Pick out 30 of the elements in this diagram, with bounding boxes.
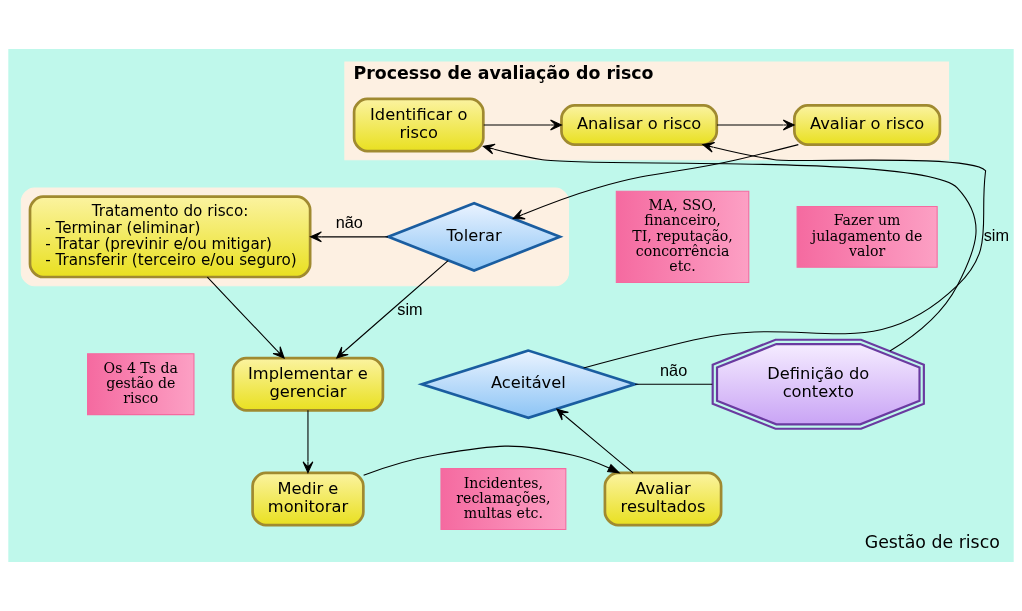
edge-label: sim	[397, 300, 423, 319]
node-box: Fazer um julagamento de valor	[796, 205, 938, 268]
node-box: Os 4 Ts da gestão de risco	[87, 353, 195, 416]
edge-label: não	[660, 360, 688, 379]
arrow	[336, 260, 449, 359]
node-diamond: Tolerar	[384, 201, 564, 272]
connector	[634, 383, 713, 385]
caption: Gestão de risco	[864, 531, 1000, 552]
node-box: Identificar o risco	[352, 97, 485, 153]
node-box: Analisar o risco	[560, 104, 719, 146]
node-box: Tratamento do risco: - Terminar (eliminar) - Tratar (previnir e/ou mitigar) - Transferir (terceiro e/ou seguro)	[28, 195, 312, 279]
arrow	[302, 409, 314, 474]
node-box: Avaliar o risco	[793, 104, 942, 146]
node-box: MA, SSO, financeiro, TI, reputação, concorrência etc.	[615, 190, 750, 283]
edge-label: sim	[983, 225, 1009, 244]
node-box: Incidentes, reclamações, multas etc.	[440, 468, 567, 530]
arrow	[482, 143, 977, 352]
arrow	[206, 276, 285, 359]
arrow	[583, 141, 987, 369]
arrow	[483, 119, 562, 131]
arrow	[309, 231, 389, 243]
cluster	[20, 187, 570, 287]
edge-label: não	[335, 213, 363, 232]
arrow	[556, 408, 634, 474]
node-box: Implementar e gerenciar	[231, 356, 385, 412]
node-box: Medir e monitorar	[251, 471, 365, 527]
arrow	[363, 445, 621, 476]
node-box: Avaliar resultados	[603, 471, 723, 527]
arrow	[716, 119, 795, 131]
arrow	[512, 144, 799, 220]
